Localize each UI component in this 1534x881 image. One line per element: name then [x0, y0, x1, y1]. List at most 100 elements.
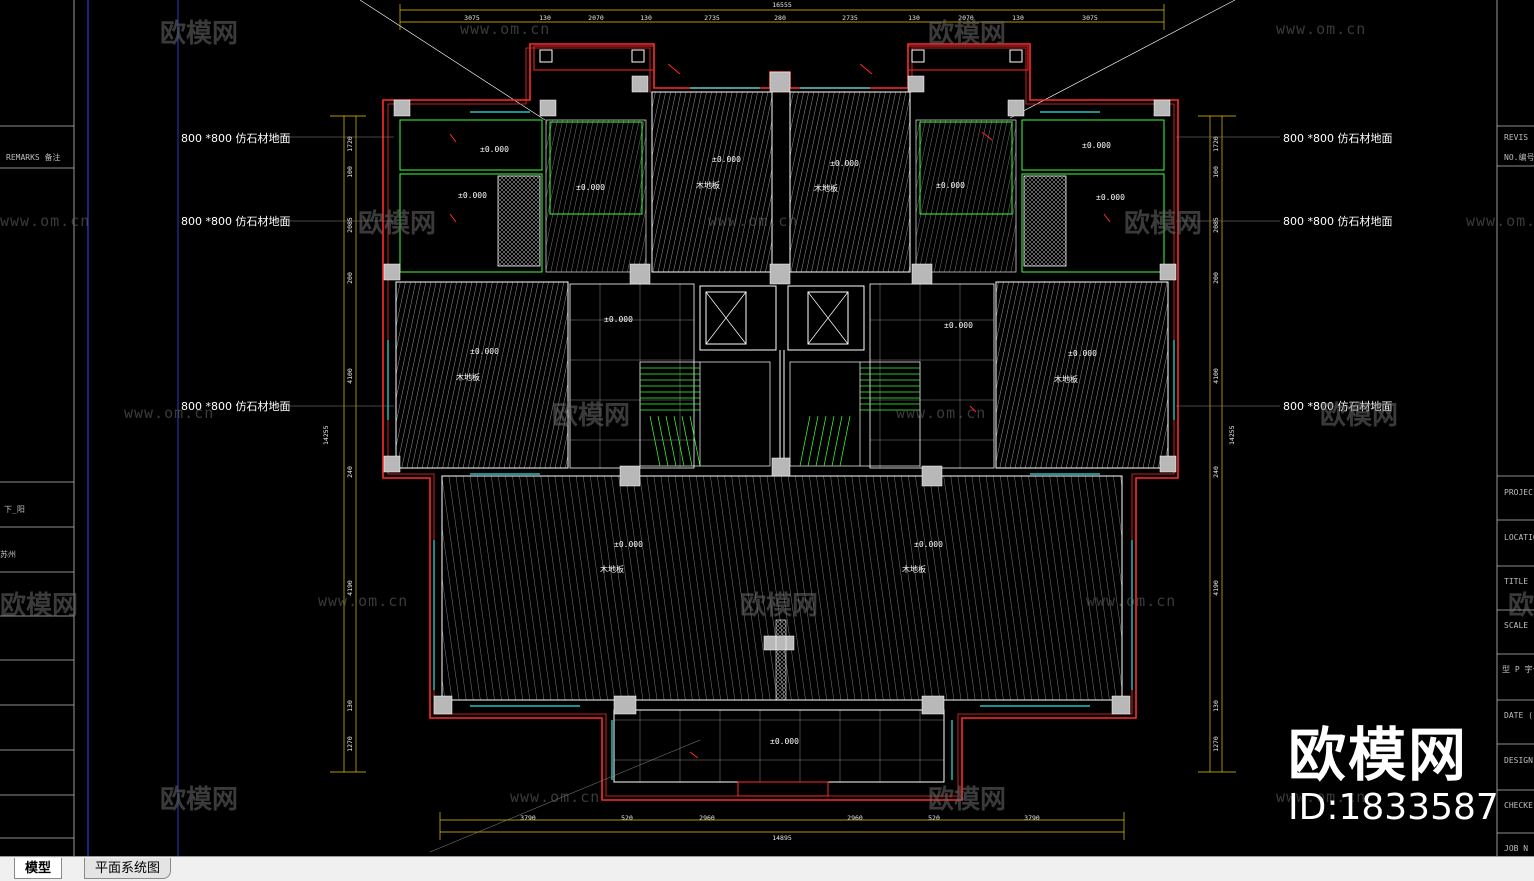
tab-floor-plan-system[interactable]: 平面系统图	[84, 858, 172, 879]
dim-right-2: 2085	[1212, 217, 1220, 233]
dim-top-total: 16555	[772, 1, 792, 9]
dim-right-5: 240	[1212, 466, 1220, 478]
dim-right-1: 100	[1212, 166, 1220, 178]
level-mark: ±0.000	[576, 183, 605, 192]
tb-title: TITLE (	[1504, 577, 1534, 586]
watermark-url: www.om.cn	[708, 212, 798, 230]
tb-design: DESIGN	[1504, 756, 1533, 765]
dim-right-6: 4190	[1212, 580, 1220, 596]
tab-model[interactable]: 模型	[14, 858, 63, 879]
watermark-url: www.om.cn	[318, 592, 408, 610]
watermark-url: www.om.cn	[124, 404, 214, 422]
room-label: 木地板	[902, 564, 926, 574]
dim-left-8: 1270	[346, 736, 354, 752]
watermark-brand: 欧模网	[0, 590, 78, 621]
watermarks: 欧模网 www.om.cn 欧模网 www.om.cn www.om.cn 欧模…	[0, 18, 1534, 815]
cad-model-space[interactable]: REMARKS 备注 下_阳 苏州 REVIS NO.编号 PROJEC LOC…	[0, 0, 1534, 856]
watermark-brand: 欧模网	[1508, 590, 1534, 621]
dim-top-3: 130	[640, 14, 652, 22]
dim-right-3: 200	[1212, 272, 1220, 284]
dim-bottom-0: 3790	[520, 814, 536, 822]
stairs-right	[789, 361, 921, 467]
dim-top-4: 2735	[704, 14, 720, 22]
watermark-brand: 欧模网	[160, 18, 238, 49]
left-table: REMARKS 备注 下_阳 苏州	[0, 0, 179, 856]
dim-top-1: 130	[539, 14, 551, 22]
dim-bottom-3: 2960	[847, 814, 863, 822]
level-mark: ±0.000	[480, 145, 509, 154]
dim-top-6: 2735	[842, 14, 858, 22]
note-finish-left-2: 800 *800 仿石材地面	[181, 214, 290, 228]
dim-right-8: 1270	[1212, 736, 1220, 752]
level-mark: ±0.000	[830, 159, 859, 168]
watermark-url: www.om.cn	[1466, 212, 1534, 230]
note-finish-left-1: 800 *800 仿石材地面	[181, 131, 290, 145]
dim-bottom-total: 14895	[772, 834, 792, 842]
dim-left-0: 1720	[346, 136, 354, 152]
dim-left-5: 240	[346, 466, 354, 478]
table-row-a: 下_阳	[4, 505, 25, 514]
watermark-url: www.om.cn	[1276, 788, 1366, 806]
watermark-id: ID:1833587	[1288, 787, 1499, 828]
level-mark: ±0.000	[1096, 193, 1125, 202]
level-mark: ±0.000	[604, 315, 633, 324]
dim-left-3: 200	[346, 272, 354, 284]
watermark-badge: 欧模网 ID:1833587	[1288, 722, 1499, 828]
level-mark: ±0.000	[770, 737, 799, 746]
dimension-lines	[330, 4, 1236, 840]
tb-date: DATE (	[1504, 711, 1533, 720]
dim-top-2: 2070	[588, 14, 604, 22]
room-labels: 木地板 木地板 木地板 木地板 木地板 木地板	[456, 180, 1078, 574]
room-label: 木地板	[1054, 374, 1078, 384]
level-mark: ±0.000	[936, 181, 965, 190]
dim-right-total: 14255	[1228, 425, 1236, 445]
room-label: 木地板	[600, 564, 624, 574]
watermark-url: www.om.cn	[510, 788, 600, 806]
level-mark: ±0.000	[614, 540, 643, 549]
watermark-brand: 欧模网	[1320, 400, 1398, 431]
dim-right-0: 1720	[1212, 136, 1220, 152]
level-mark: ±0.000	[712, 155, 741, 164]
dim-top-0: 3075	[464, 14, 480, 22]
tb-job: JOB N	[1504, 844, 1528, 853]
dim-left-6: 4190	[346, 580, 354, 596]
watermark-brand: 欧模网	[1124, 208, 1202, 239]
watermark-url: www.om.cn	[1276, 20, 1366, 38]
level-mark: ±0.000	[944, 321, 973, 330]
watermark-brand: 欧模网	[160, 784, 238, 815]
note-finish-right-3: 800 *800 仿石材地面	[1283, 399, 1392, 413]
dim-top-9: 130	[1012, 14, 1024, 22]
layout-tab-bar: 模型 平面系统图	[0, 856, 1534, 881]
watermark-brand: 欧模网	[358, 208, 436, 239]
room-label: 木地板	[814, 183, 838, 193]
dim-top-5: 280	[774, 14, 786, 22]
dim-left-2: 2085	[346, 217, 354, 233]
room-label: 木地板	[456, 372, 480, 382]
dim-right-4: 4100	[1212, 368, 1220, 384]
table-row-b: 苏州	[0, 549, 16, 559]
watermark-url: www.om.cn	[896, 404, 986, 422]
level-mark: ±0.000	[1068, 349, 1097, 358]
tb-scale: SCALE	[1504, 621, 1528, 630]
note-finish-right-1: 800 *800 仿石材地面	[1283, 131, 1392, 145]
note-finish-left-3: 800 *800 仿石材地面	[181, 399, 290, 413]
columns	[383, 71, 1177, 715]
stairs-left	[639, 361, 771, 467]
dim-bottom-5: 3790	[1024, 814, 1040, 822]
note-finish-right-2: 800 *800 仿石材地面	[1283, 214, 1392, 228]
dim-top-8: 2070	[958, 14, 974, 22]
watermark-url: www.om.cn	[1086, 592, 1176, 610]
watermark-brand: 欧模网	[552, 400, 630, 431]
dimension-right: 1720 100 2085 200 4100 240 4190 130 1270	[1212, 136, 1220, 752]
watermark-url: www.om.cn	[460, 20, 550, 38]
watermark-brand-large: 欧模网	[1288, 721, 1469, 789]
dim-bottom-2: 2960	[699, 814, 715, 822]
level-mark: ±0.000	[470, 347, 499, 356]
dim-left-1: 100	[346, 166, 354, 178]
tb-ratio: 型 P 字号	[1502, 664, 1534, 674]
dim-right-7: 130	[1212, 700, 1220, 712]
watermark-url: www.om.cn	[0, 212, 90, 230]
tb-revision: REVIS	[1504, 133, 1528, 142]
